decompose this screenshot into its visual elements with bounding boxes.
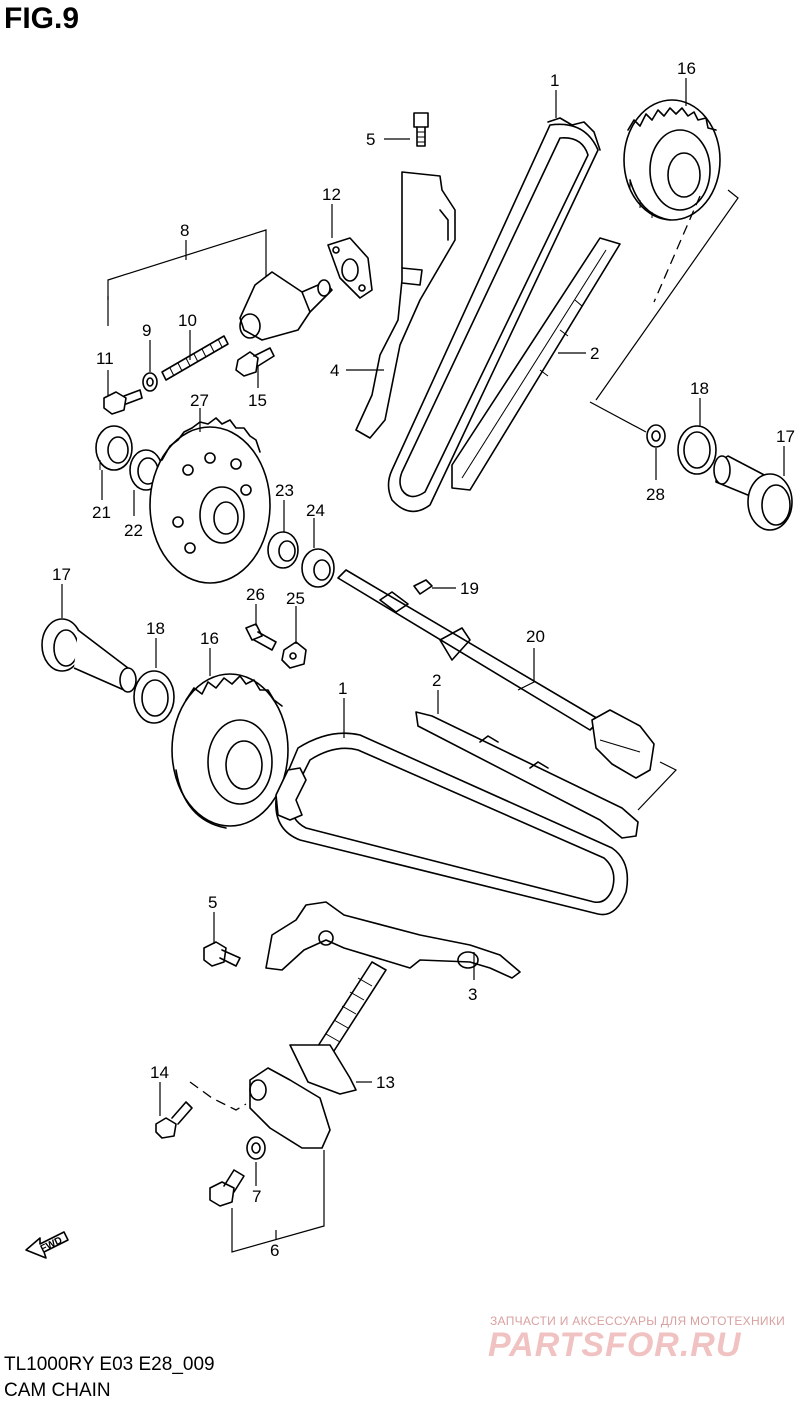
callout-17-right: 17 bbox=[776, 427, 795, 446]
callout-12: 12 bbox=[322, 185, 341, 204]
tensioner-slipper-upper[interactable] bbox=[355, 171, 456, 439]
idler-shaft-20[interactable] bbox=[337, 569, 655, 779]
bolt-14[interactable] bbox=[155, 1101, 193, 1139]
alignment-dash-upper bbox=[653, 195, 701, 303]
callout-9: 9 bbox=[142, 321, 151, 340]
cam-sprocket-lower[interactable] bbox=[171, 673, 289, 829]
figure-caption: CAM CHAIN bbox=[4, 1380, 111, 1401]
bearing-23[interactable] bbox=[267, 531, 299, 569]
callout-15: 15 bbox=[248, 391, 267, 410]
cam-chain-lower[interactable] bbox=[275, 732, 629, 916]
callout-5-bottom: 5 bbox=[208, 893, 217, 912]
callout-labels: 1 16 5 12 8 9 10 11 15 4 2 18 17 28 27 2… bbox=[52, 59, 795, 1260]
cam-plug-left-17[interactable] bbox=[41, 618, 137, 693]
callout-8: 8 bbox=[180, 221, 189, 240]
callout-18-left: 18 bbox=[146, 619, 165, 638]
chain-guide-upper[interactable] bbox=[451, 237, 621, 491]
callout-5-top: 5 bbox=[366, 130, 375, 149]
callout-24: 24 bbox=[306, 501, 325, 520]
tensioner-adjuster-lower[interactable] bbox=[249, 1067, 331, 1149]
tensioner-push-rod-13[interactable] bbox=[289, 961, 387, 1095]
callout-1-bottom: 1 bbox=[338, 679, 347, 698]
alignment-dash-lower bbox=[189, 1081, 247, 1111]
callout-13: 13 bbox=[376, 1073, 395, 1092]
callout-11: 11 bbox=[96, 349, 114, 368]
callout-6: 6 bbox=[270, 1241, 279, 1260]
bolt-26[interactable] bbox=[245, 623, 277, 651]
cam-sprocket-upper[interactable] bbox=[623, 99, 721, 221]
cam-plug-right-17[interactable] bbox=[713, 455, 793, 531]
o-ring-right-18[interactable] bbox=[677, 425, 717, 475]
fwd-label: FWD bbox=[39, 1235, 64, 1255]
stopper-plate-25[interactable] bbox=[281, 641, 307, 669]
watermark-brand: PARTSFOR.RU bbox=[488, 1326, 742, 1364]
callout-21: 21 bbox=[92, 503, 111, 522]
callout-27: 27 bbox=[190, 391, 209, 410]
leader-lines bbox=[61, 78, 785, 1253]
o-ring-left-18[interactable] bbox=[133, 670, 175, 724]
bearing-24[interactable] bbox=[301, 548, 335, 588]
callout-19: 19 bbox=[460, 579, 479, 598]
watermark-tagline: ЗАПЧАСТИ И АКСЕССУАРЫ ДЛЯ МОТОТЕХНИКИ bbox=[490, 1314, 786, 1328]
callout-7: 7 bbox=[252, 1187, 261, 1206]
figure-title: FIG.9 bbox=[4, 2, 80, 35]
bolt-lower[interactable] bbox=[203, 941, 241, 967]
idler-gear-27[interactable] bbox=[149, 417, 271, 584]
callout-3: 3 bbox=[468, 985, 477, 1004]
callout-23: 23 bbox=[275, 481, 294, 500]
chain-guide-lower[interactable] bbox=[415, 711, 639, 839]
callout-2-top: 2 bbox=[590, 344, 599, 363]
callout-14: 14 bbox=[150, 1063, 169, 1082]
callout-10: 10 bbox=[178, 311, 197, 330]
cam-chain-upper[interactable] bbox=[387, 117, 601, 513]
callout-28: 28 bbox=[646, 485, 665, 504]
model-code: TL1000RY E03 E28_009 bbox=[4, 1354, 215, 1375]
oil-seal-21[interactable] bbox=[95, 425, 133, 471]
washer-28[interactable] bbox=[646, 424, 666, 448]
callout-26: 26 bbox=[246, 585, 265, 604]
callout-20: 20 bbox=[526, 627, 545, 646]
callout-25: 25 bbox=[286, 589, 305, 608]
tensioner-slipper-lower[interactable] bbox=[265, 901, 521, 979]
callout-2-bottom: 2 bbox=[432, 671, 441, 690]
bolt-upper[interactable] bbox=[413, 112, 429, 147]
callout-16-top: 16 bbox=[677, 59, 696, 78]
key-19[interactable] bbox=[413, 579, 433, 595]
callout-22: 22 bbox=[124, 521, 143, 540]
bolt-11[interactable] bbox=[103, 389, 143, 415]
callout-4: 4 bbox=[330, 361, 339, 380]
callout-18-right: 18 bbox=[690, 379, 709, 398]
callout-17-left: 17 bbox=[52, 565, 71, 584]
tensioner-adjuster-upper[interactable] bbox=[239, 271, 333, 341]
callout-16-bottom: 16 bbox=[200, 629, 219, 648]
washer-9[interactable] bbox=[142, 372, 158, 392]
gasket-7[interactable] bbox=[246, 1136, 266, 1160]
callout-1-top: 1 bbox=[550, 71, 559, 90]
gasket-tensioner[interactable] bbox=[327, 237, 373, 299]
plug-bolt-6[interactable] bbox=[209, 1169, 245, 1207]
fwd-arrow-icon: FWD bbox=[25, 1231, 69, 1259]
bolt-15[interactable] bbox=[235, 347, 275, 377]
spring-10[interactable] bbox=[161, 335, 229, 381]
